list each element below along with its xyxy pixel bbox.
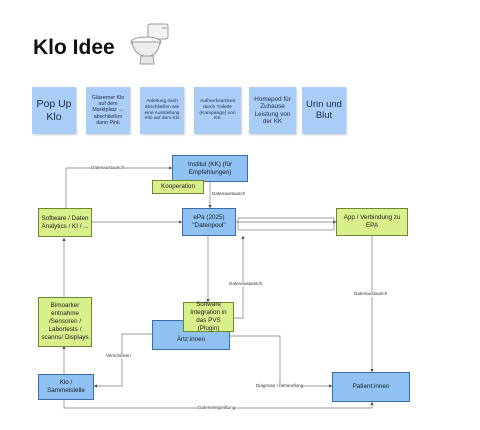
sticky-note[interactable]: Homepod für Zuhause Leistung von der KK: [249, 87, 296, 134]
node-epa[interactable]: ePa (2025) "Datenpool": [182, 208, 236, 236]
edge-label: Datenaustausch: [229, 281, 263, 287]
edge-label: Dateneinspeißung: [198, 405, 236, 411]
node-biomarker[interactable]: Bimoarker entnahme /Sensoren / Labortest…: [38, 297, 92, 347]
edge-label: Datenaustausch: [354, 291, 388, 297]
sticky-note[interactable]: Anleitung nach abschließen wie eine Auss…: [140, 87, 184, 134]
sticky-note[interactable]: Urin und Blut: [302, 87, 346, 134]
edge-label: Diagnose / behandlung: [256, 383, 304, 389]
node-software-pvs[interactable]: Software Integration in das PVS (Plugin): [183, 301, 234, 332]
edge-label: Datenaustausch: [91, 165, 125, 171]
node-software-analytics[interactable]: Software / Daten Analytics / KI / ...: [38, 208, 92, 237]
toilet-icon: [130, 23, 169, 65]
node-kooperation[interactable]: Kooperation: [152, 180, 204, 194]
edge-label: Verschicken: [106, 353, 131, 359]
node-institut[interactable]: Institut (KK) (für Empfehlungen): [172, 155, 248, 182]
sticky-note[interactable]: Pop Up Klo: [32, 87, 76, 134]
node-patient[interactable]: Patient:innen: [332, 372, 410, 402]
edge-label: Datenaustausch: [212, 191, 246, 197]
sticky-note[interactable]: Aufmerksamkeit durch Toilette (Kampange)…: [194, 87, 241, 134]
sticky-note[interactable]: Gläserner Klo auf dem Marktplatz → absch…: [86, 87, 130, 134]
page-title: Klo Idee: [33, 36, 115, 59]
node-app[interactable]: App / Verbindung zu EPA: [336, 208, 408, 236]
node-klo[interactable]: Klo / Sammelstelle: [38, 374, 94, 400]
